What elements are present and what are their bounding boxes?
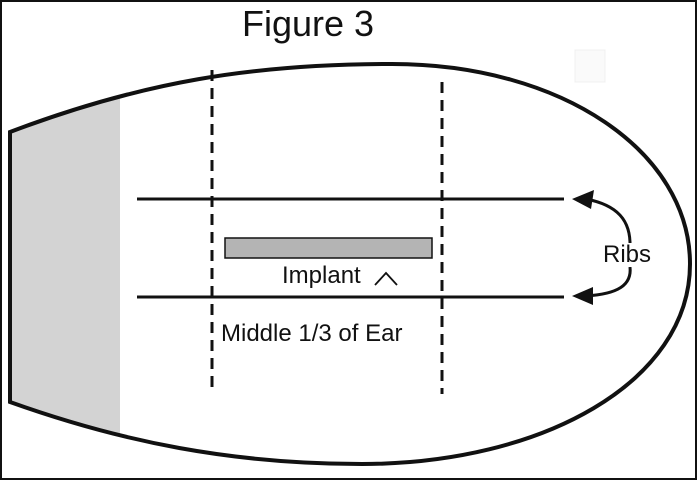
- implant-label: Implant: [282, 262, 361, 289]
- ribs-arrow-lower: [585, 266, 632, 298]
- ribs-label: Ribs: [603, 241, 652, 268]
- middle-third-label: Middle 1/3 of Ear: [220, 320, 404, 347]
- figure-title: Figure 3: [242, 3, 375, 44]
- ear-outline: [8, 61, 693, 467]
- implant-caret-icon: [374, 271, 398, 286]
- ribs-arrowhead-lower: [572, 287, 593, 305]
- ribs-arrow-upper: [585, 197, 632, 248]
- ear-butt-shade: [10, 64, 120, 464]
- implant-bar: [224, 237, 433, 259]
- faint-mark: [574, 49, 606, 83]
- ribs-arrowhead-upper: [572, 190, 594, 209]
